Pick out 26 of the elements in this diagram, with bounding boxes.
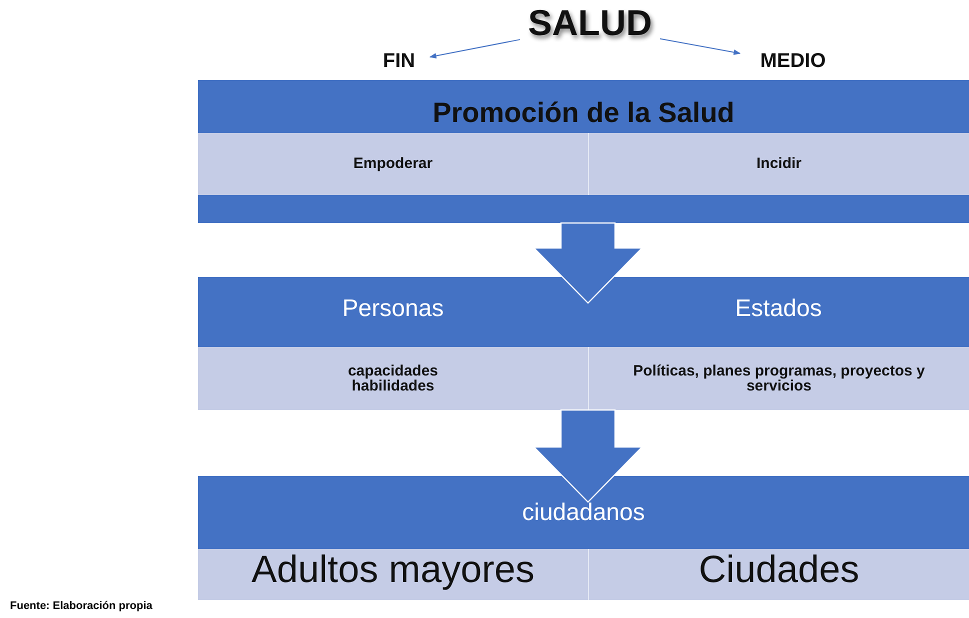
content-cell [588, 549, 969, 600]
cell-text: Empoderar [352, 156, 434, 172]
block-arrow [532, 222, 644, 304]
arrow [429, 39, 520, 59]
content-cell [198, 133, 588, 195]
content-cell [198, 347, 588, 410]
cell-text: Incidir [755, 156, 802, 172]
arrow [660, 38, 741, 55]
block-arrow [532, 409, 644, 503]
cell-text: Adultos mayores [250, 551, 536, 591]
band-heading: Estados [734, 296, 823, 322]
content-cell [588, 347, 969, 410]
title-text: SALUD [527, 4, 653, 42]
heading-text: MEDIO [759, 51, 827, 72]
section-band [198, 476, 969, 600]
content-cell [198, 549, 588, 600]
section-band [198, 80, 969, 223]
band-heading: Promoción de la Salud [432, 98, 736, 128]
band-heading: ciudadanos [521, 500, 646, 526]
heading-text: FIN [382, 51, 416, 72]
cell-text: Políticas, planes programas, proyectos y servicios [632, 362, 926, 394]
cell-text: Ciudades [698, 551, 860, 591]
content-cell [588, 133, 969, 195]
source-note: Fuente: Elaboración propia [10, 600, 152, 612]
band-heading: Personas [341, 296, 445, 322]
cell-text: capacidades habilidades [346, 362, 440, 394]
